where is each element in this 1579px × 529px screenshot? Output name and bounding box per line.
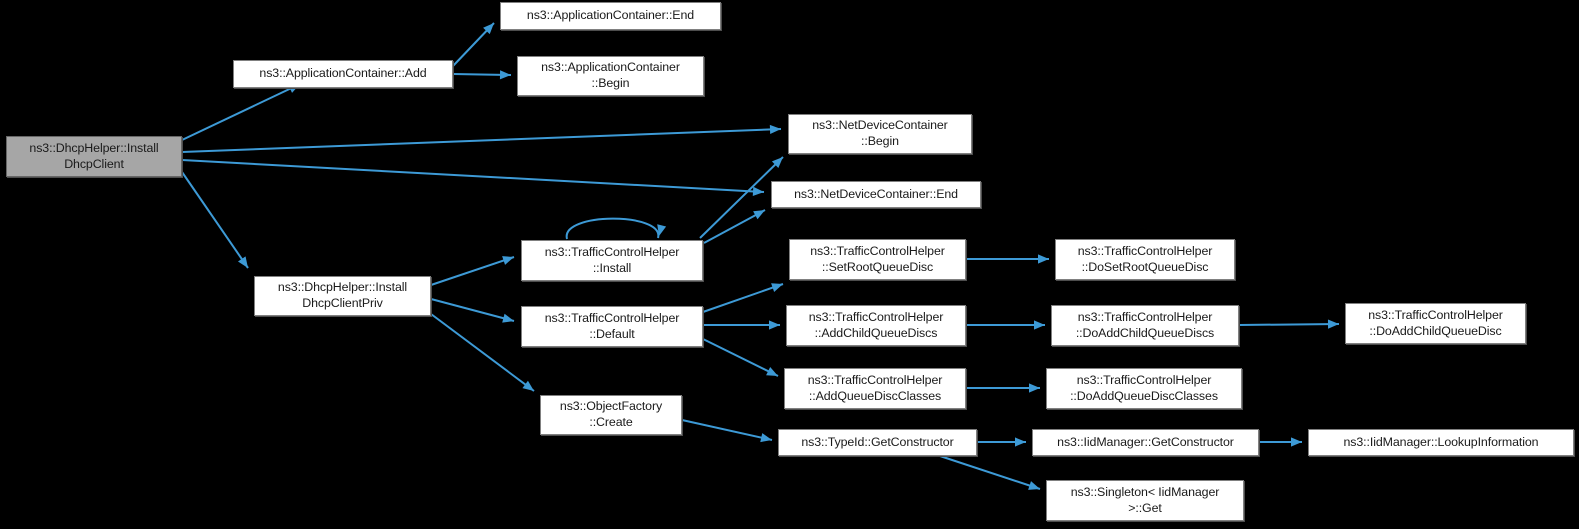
graph-edge-app_container_add-to-app_container_begin xyxy=(452,70,512,80)
graph-node-tch_setroot[interactable]: ns3::TrafficControlHelper ::SetRootQueue… xyxy=(789,239,966,280)
graph-node-tch_doaddchildone[interactable]: ns3::TrafficControlHelper ::DoAddChildQu… xyxy=(1345,303,1526,344)
graph-edge-tch_setroot-to-tch_dosetroot xyxy=(966,254,1049,264)
graph-edge-tch_install-to-netdev_container_end xyxy=(703,209,766,244)
graph-node-iid_getconstructor[interactable]: ns3::IidManager::GetConstructor xyxy=(1032,429,1259,456)
graph-node-tch_default[interactable]: ns3::TrafficControlHelper ::Default xyxy=(521,306,703,347)
graph-edge-tch_install-to-tch_install xyxy=(565,217,667,240)
graph-node-tch_install[interactable]: ns3::TrafficControlHelper ::Install xyxy=(521,240,703,281)
graph-edge-tch_default-to-tch_addclasses xyxy=(702,338,779,377)
graph-node-tch_addclasses[interactable]: ns3::TrafficControlHelper ::AddQueueDisc… xyxy=(784,368,966,409)
graph-node-tch_doaddclasses[interactable]: ns3::TrafficControlHelper ::DoAddQueueDi… xyxy=(1046,368,1242,409)
graph-edge-install_dhcp_priv-to-tch_default xyxy=(430,298,515,323)
graph-edge-tch_addchild-to-tch_doaddchild xyxy=(966,320,1045,330)
graph-edge-tch_doaddchild-to-tch_doaddchildone xyxy=(1238,319,1340,329)
graph-node-singleton_get[interactable]: ns3::Singleton< IidManager >::Get xyxy=(1046,480,1244,521)
graph-node-app_container_add[interactable]: ns3::ApplicationContainer::Add xyxy=(233,60,453,88)
graph-edge-install_dhcp_client-to-netdev_container_end xyxy=(181,159,765,196)
graph-node-app_container_end[interactable]: ns3::ApplicationContainer::End xyxy=(500,2,721,30)
graph-node-netdev_container_end[interactable]: ns3::NetDeviceContainer::End xyxy=(771,181,981,208)
graph-node-tch_doaddchild[interactable]: ns3::TrafficControlHelper ::DoAddChildQu… xyxy=(1051,305,1239,346)
graph-edge-install_dhcp_client-to-install_dhcp_priv xyxy=(181,171,249,269)
graph-node-object_factory_create[interactable]: ns3::ObjectFactory ::Create xyxy=(540,395,682,435)
graph-edge-iid_getconstructor-to-iid_lookupinfo xyxy=(1259,437,1302,447)
graph-node-iid_lookupinfo[interactable]: ns3::IidManager::LookupInformation xyxy=(1308,429,1574,456)
graph-node-app_container_begin[interactable]: ns3::ApplicationContainer ::Begin xyxy=(517,56,704,96)
graph-node-tch_addchild[interactable]: ns3::TrafficControlHelper ::AddChildQueu… xyxy=(786,305,966,346)
graph-node-install_dhcp_priv[interactable]: ns3::DhcpHelper::Install DhcpClientPriv xyxy=(254,276,431,316)
graph-node-typeid_getconstructor[interactable]: ns3::TypeId::GetConstructor xyxy=(778,429,977,456)
graph-edge-tch_default-to-tch_setroot xyxy=(702,283,784,313)
graph-node-tch_dosetroot[interactable]: ns3::TrafficControlHelper ::DoSetRootQue… xyxy=(1055,239,1235,280)
graph-edge-object_factory_create-to-typeid_getconstructor xyxy=(681,419,773,443)
graph-node-netdev_container_begin[interactable]: ns3::NetDeviceContainer ::Begin xyxy=(788,114,972,154)
graph-edge-tch_default-to-tch_addchild xyxy=(703,320,780,330)
graph-edge-install_dhcp_client-to-app_container_add xyxy=(181,83,301,141)
graph-edge-install_dhcp_priv-to-object_factory_create xyxy=(430,313,535,392)
graph-edge-install_dhcp_priv-to-tch_install xyxy=(430,256,515,286)
graph-edge-tch_addclasses-to-tch_doaddclasses xyxy=(966,383,1040,393)
graph-node-install_dhcp_client[interactable]: ns3::DhcpHelper::Install DhcpClient xyxy=(6,136,182,177)
graph-edge-typeid_getconstructor-to-iid_getconstructor xyxy=(977,437,1026,447)
graph-edge-typeid_getconstructor-to-singleton_get xyxy=(939,455,1041,490)
graph-edge-install_dhcp_client-to-netdev_container_begin xyxy=(181,124,782,153)
graph-edge-app_container_add-to-app_container_end xyxy=(452,22,495,67)
